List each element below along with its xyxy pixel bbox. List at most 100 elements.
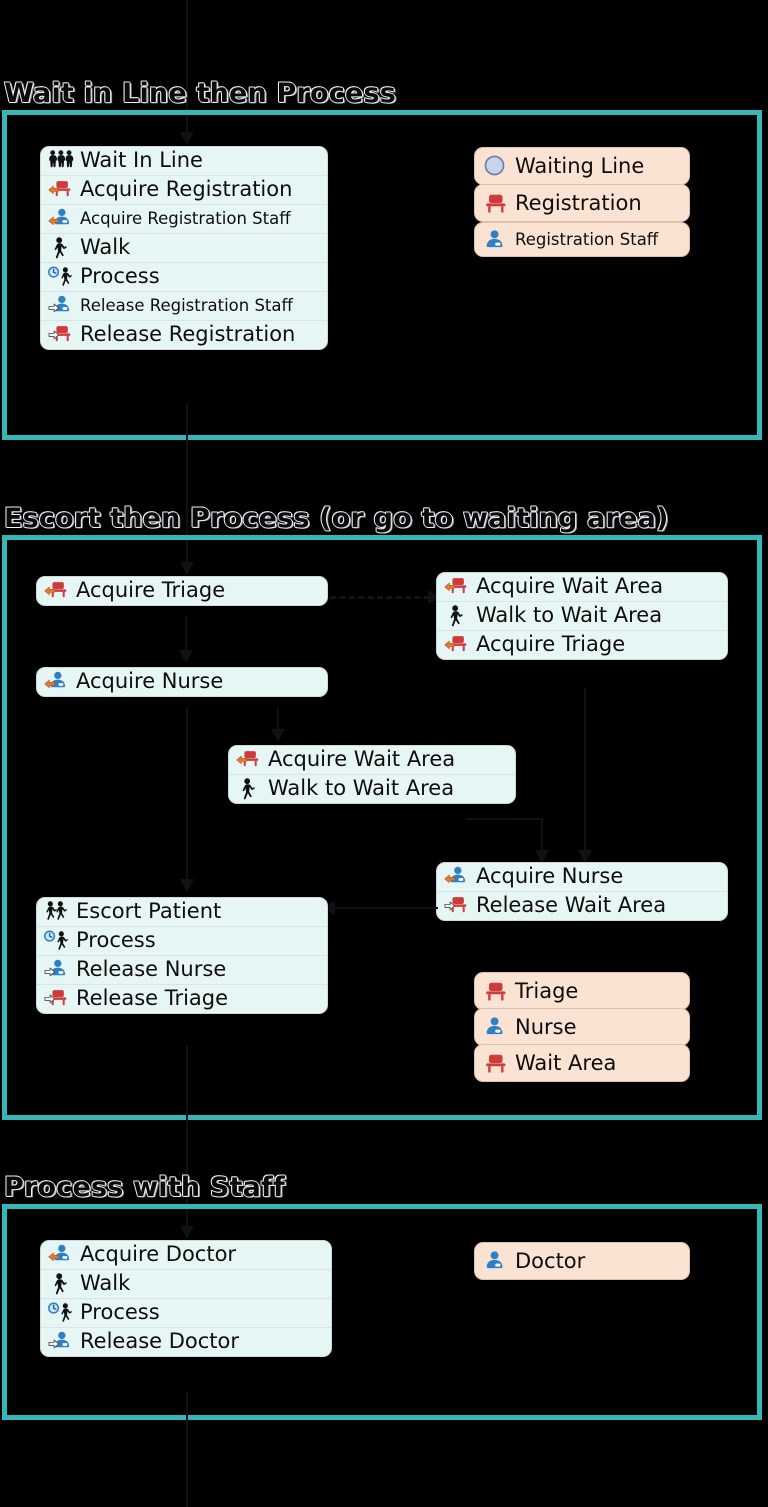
activity-row[interactable]: Walk to Wait Area (229, 774, 515, 803)
release-staff-icon (48, 1330, 74, 1354)
activity-label: Acquire Triage (476, 632, 626, 657)
acquire-staff-icon (44, 670, 70, 694)
activity-row[interactable]: Acquire Registration Staff (41, 204, 327, 233)
activity-label: Wait In Line (80, 148, 203, 173)
acquire-triage-block[interactable]: Acquire Triage (36, 576, 328, 606)
activity-row[interactable]: Wait In Line (41, 147, 327, 175)
activity-row[interactable]: Process (41, 262, 327, 291)
acquire-seat-icon (444, 575, 470, 599)
escort-patient-block[interactable]: Escort Patient Process Release Nurse (36, 897, 328, 1014)
activity-row[interactable]: Walk (41, 1269, 331, 1298)
wait-area-branch-block[interactable]: Acquire Wait Area Walk to Wait Area Acqu… (436, 572, 728, 660)
section-title-2: Escort then Process (or go to waiting ar… (3, 502, 669, 534)
activity-row[interactable]: Acquire Nurse (37, 668, 327, 696)
activity-row[interactable]: Acquire Triage (437, 630, 727, 659)
section-title-1: Wait in Line then Process (3, 77, 397, 109)
section-wait-in-line (2, 110, 762, 440)
activity-label: Acquire Wait Area (268, 747, 456, 772)
resource-triage[interactable]: Triage (474, 972, 690, 1010)
resource-label: Registration (515, 191, 642, 215)
waiting-line-circle-icon (483, 154, 509, 178)
resource-label: Registration Staff (515, 230, 659, 249)
activity-label: Walk (80, 235, 131, 260)
activity-row[interactable]: Acquire Registration (41, 175, 327, 204)
activity-label: Acquire Nurse (476, 864, 624, 889)
activity-row[interactable]: Acquire Triage (37, 577, 327, 605)
acquire-nurse-release-wait-block[interactable]: Acquire Nurse Release Wait Area (436, 862, 728, 921)
activity-label: Process (76, 928, 156, 953)
escort-people-icon (44, 900, 70, 924)
staff-icon (483, 1249, 509, 1273)
activity-row[interactable]: Walk to Wait Area (437, 601, 727, 630)
resource-wait-area[interactable]: Wait Area (474, 1044, 690, 1082)
resource-doctor[interactable]: Doctor (474, 1242, 690, 1280)
activity-label: Acquire Registration Staff (80, 208, 291, 228)
activity-label: Acquire Triage (76, 578, 226, 603)
acquire-seat-icon (44, 579, 70, 603)
activity-row[interactable]: Release Registration (41, 320, 327, 349)
acquire-staff-icon (48, 1243, 74, 1267)
activity-row[interactable]: Acquire Wait Area (229, 746, 515, 774)
activity-row[interactable]: Acquire Doctor (41, 1241, 331, 1269)
activity-row[interactable]: Process (37, 926, 327, 955)
activity-row[interactable]: Release Nurse (37, 955, 327, 984)
release-seat-icon (48, 323, 74, 347)
activity-label: Acquire Nurse (76, 669, 224, 694)
activity-label: Acquire Registration (80, 177, 293, 202)
walk-icon (48, 236, 74, 260)
release-seat-icon (44, 987, 70, 1011)
activity-row[interactable]: Release Wait Area (437, 891, 727, 920)
activity-label: Walk to Wait Area (268, 776, 455, 801)
resource-label: Wait Area (515, 1051, 617, 1075)
section-escort-then-process (2, 535, 762, 1120)
acquire-seat-icon (444, 633, 470, 657)
process-clock-icon (44, 929, 70, 953)
activity-label: Release Nurse (76, 957, 227, 982)
acquire-seat-icon (236, 748, 262, 772)
queue-people-icon (48, 149, 74, 173)
activity-label: Walk to Wait Area (476, 603, 663, 628)
activity-row[interactable]: Acquire Nurse (437, 863, 727, 891)
resource-label: Triage (515, 979, 579, 1003)
activity-row[interactable]: Walk (41, 233, 327, 262)
wait-in-line-activity-block[interactable]: Wait In Line Acquire Registration Acquir… (40, 146, 328, 350)
activity-label: Release Triage (76, 986, 229, 1011)
walk-icon (236, 777, 262, 801)
activity-row[interactable]: Release Doctor (41, 1327, 331, 1356)
section-title-3: Process with Staff (3, 1171, 285, 1203)
wait-area-middle-block[interactable]: Acquire Wait Area Walk to Wait Area (228, 745, 516, 804)
activity-label: Release Wait Area (476, 893, 667, 918)
acquire-nurse-block[interactable]: Acquire Nurse (36, 667, 328, 697)
activity-label: Release Registration (80, 322, 296, 347)
resource-nurse[interactable]: Nurse (474, 1008, 690, 1046)
walk-icon (48, 1272, 74, 1296)
walk-icon (444, 604, 470, 628)
process-with-staff-block[interactable]: Acquire Doctor Walk Process (40, 1240, 332, 1357)
activity-row[interactable]: Process (41, 1298, 331, 1327)
resource-label: Nurse (515, 1015, 577, 1039)
activity-label: Process (80, 264, 160, 289)
resource-registration[interactable]: Registration (474, 184, 690, 222)
acquire-staff-icon (48, 207, 74, 231)
activity-label: Acquire Wait Area (476, 574, 664, 599)
activity-label: Escort Patient (76, 899, 222, 924)
seat-icon (483, 1051, 509, 1075)
acquire-staff-icon (444, 865, 470, 889)
activity-row[interactable]: Acquire Wait Area (437, 573, 727, 601)
release-seat-icon (444, 894, 470, 918)
activity-row[interactable]: Release Triage (37, 984, 327, 1013)
activity-label: Release Doctor (80, 1329, 240, 1354)
activity-row[interactable]: Escort Patient (37, 898, 327, 926)
section-process-with-staff (2, 1204, 762, 1420)
activity-label: Process (80, 1300, 160, 1325)
release-staff-icon (44, 958, 70, 982)
resource-waiting-line[interactable]: Waiting Line (474, 147, 690, 185)
activity-label: Release Registration Staff (80, 295, 293, 315)
activity-row[interactable]: Release Registration Staff (41, 291, 327, 320)
activity-label: Acquire Doctor (80, 1242, 237, 1267)
resource-label: Doctor (515, 1249, 586, 1273)
resource-registration-staff[interactable]: Registration Staff (474, 222, 690, 257)
staff-icon (483, 1015, 509, 1039)
release-staff-icon (48, 294, 74, 318)
